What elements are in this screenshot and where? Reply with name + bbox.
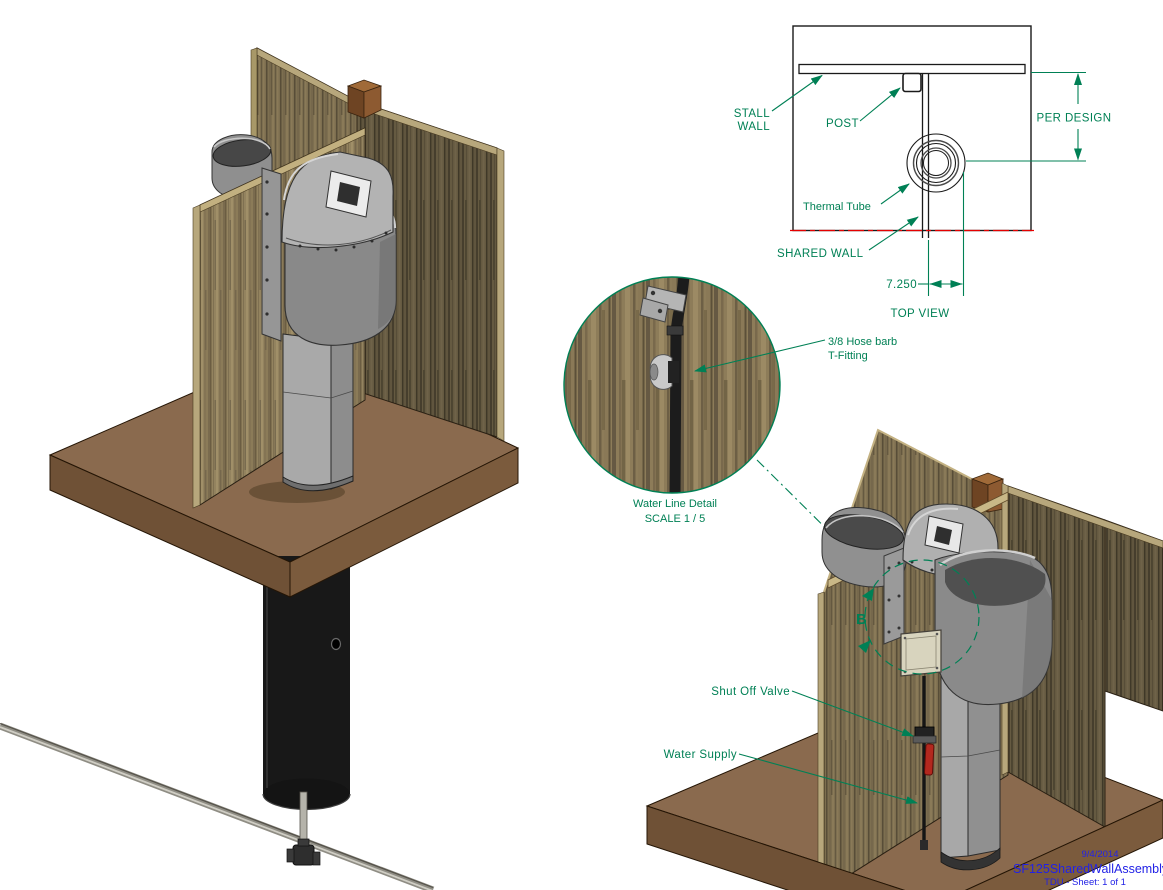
hose-barb-callout: 3/8 Hose barb T-Fitting xyxy=(694,336,897,373)
pipe-tee-fitting xyxy=(286,838,321,866)
top-view: PER DESIGN 7.250 STALL WALL POST Thermal… xyxy=(734,25,1112,320)
waterer-unit xyxy=(249,151,397,503)
stall-wall-callout: STALL WALL xyxy=(734,74,823,133)
thermal-tube-circles xyxy=(906,133,966,193)
per-design-dim-text: PER DESIGN xyxy=(1037,113,1112,125)
rear-mount-plate xyxy=(883,547,905,645)
valve-red-handle xyxy=(924,743,935,776)
post-label: POST xyxy=(826,118,859,130)
offset-dim-text: 7.250 xyxy=(886,279,917,291)
post-callout: POST xyxy=(826,87,901,130)
wall-post xyxy=(346,79,383,119)
water-supply-pipe-run xyxy=(0,722,435,890)
shut-off-valve-callout: Shut Off Valve xyxy=(711,686,914,737)
hose-barb-label-line2: T-Fitting xyxy=(828,350,868,362)
shut-off-valve-leader xyxy=(791,690,914,737)
stall-wall-leader xyxy=(771,74,823,112)
detail-title: Water Line Detail xyxy=(633,498,717,510)
top-view-title: TOP VIEW xyxy=(890,308,949,320)
rear-platform-side-left xyxy=(646,805,905,890)
stall-wall-bar xyxy=(798,63,1026,75)
rear-near-bowl xyxy=(934,549,1053,706)
stall-wall-label-line1: STALL xyxy=(734,108,771,120)
thermal-tube-leader xyxy=(880,183,910,205)
shared-wall-callout: SHARED WALL xyxy=(777,216,919,260)
rear-waterer-unit xyxy=(883,503,1053,871)
wall-mount-plate xyxy=(261,167,282,342)
dimension-7-250: 7.250 xyxy=(886,172,965,296)
water-supply-leader xyxy=(738,753,918,804)
post-leader xyxy=(859,87,901,122)
hose-barb-leader xyxy=(694,339,826,373)
hood-label-plate xyxy=(325,170,372,218)
water-supply-callout: Water Supply xyxy=(664,749,918,804)
detail-mount-bracket xyxy=(639,285,687,323)
detail-scale: SCALE 1 / 5 xyxy=(645,513,706,525)
dimension-per-design: PER DESIGN xyxy=(966,71,1112,162)
drawing-sheet-info: TDU - Sheet: 1 of 1 xyxy=(1044,877,1126,888)
platform-side-right xyxy=(289,447,519,598)
thermal-tube-callout: Thermal Tube xyxy=(803,183,910,213)
post-square xyxy=(902,72,922,93)
drawing-date: 9/4/2014 xyxy=(1082,849,1119,860)
shut-off-valve xyxy=(912,726,937,776)
thermal-tube-label: Thermal Tube xyxy=(803,201,871,213)
rear-platform-side-right xyxy=(965,799,1163,890)
shared-wall-leader xyxy=(868,216,919,251)
thermal-tube-cylinder xyxy=(262,556,351,811)
waterer-hood xyxy=(281,151,394,252)
waterer-far-bowl xyxy=(211,134,273,201)
detail-t-fitting xyxy=(649,354,679,390)
detail-b-callout: B xyxy=(856,559,980,675)
cylinder-access-hole xyxy=(330,637,342,651)
stall-boundary xyxy=(792,25,1032,232)
water-supply-label: Water Supply xyxy=(664,749,737,761)
rear-water-line xyxy=(912,676,937,850)
hose-barb-label-line1: 3/8 Hose barb xyxy=(828,336,897,348)
rear-isometric-view: B Shut Off Valve Water Supply xyxy=(645,428,1163,890)
main-isometric-view xyxy=(0,47,520,890)
detail-circle-border xyxy=(563,276,781,494)
waterer-column xyxy=(282,332,354,492)
rear-junction-box xyxy=(900,629,942,677)
shut-off-valve-label: Shut Off Valve xyxy=(711,686,790,698)
water-line-detail-view: 3/8 Hose barb T-Fitting Water Line Detai… xyxy=(563,276,897,575)
drawing-file-name: SF125SharedWallAssembly.dwg xyxy=(1013,862,1163,876)
title-block: 9/4/2014 SF125SharedWallAssembly.dwg TDU… xyxy=(1013,849,1163,888)
stall-wall-label-line2: WALL xyxy=(738,121,771,133)
detail-b-letter: B xyxy=(856,611,867,628)
shared-wall-label: SHARED WALL xyxy=(777,248,864,260)
rear-hood-label-plate xyxy=(924,515,964,554)
